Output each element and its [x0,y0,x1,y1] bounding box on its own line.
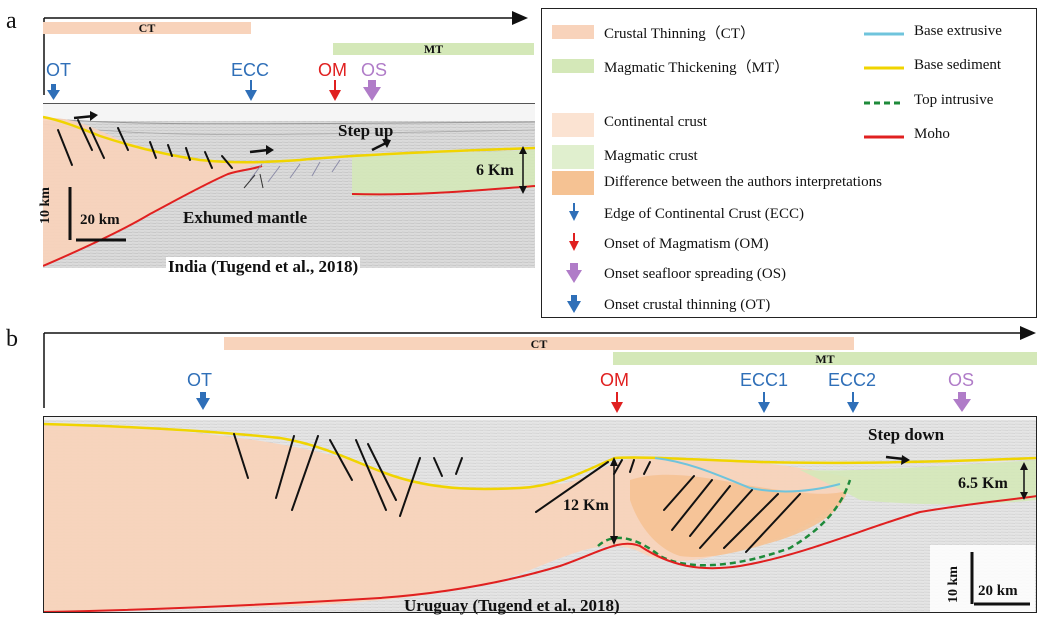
legend-mt-swatch [552,59,594,73]
legend-top-intrusive-label: Top intrusive [914,92,994,108]
panel-a-ot-label: OT [46,60,71,80]
legend-mt-label: Magmatic Thickening（MT） [604,60,790,76]
panel-a-ecc-label: ECC [231,60,270,80]
panel-b-ecc2-label: ECC2 [828,370,877,390]
panel-a-om-label: OM [318,60,347,80]
legend-om-arrow-icon [569,233,579,251]
legend-ot-marker-icon [567,295,581,313]
panel-b-ct-bar: CT [224,337,854,351]
panel-b-ct-label: CT [530,337,548,351]
panel-b-mt-label: MT [815,352,835,366]
panel-b-letter: b [6,326,18,352]
panel-a-ecc-arrow-icon [245,80,257,101]
panel-a-exhumed-mantle-label: Exhumed mantle [183,208,308,227]
legend-line-swatches [864,32,904,139]
panel-a-scale-horizontal: 20 km [80,212,120,228]
legend-ot-label: Onset crustal thinning (OT) [604,297,771,313]
panel-b-scale-horizontal: 20 km [978,583,1018,599]
panel-a-letter: a [6,8,17,34]
panel-a-ot-marker-icon [47,84,60,100]
panel-b-os-label: OS [948,370,975,390]
legend-arrow-icons [566,203,582,313]
panel-a-thickness-label: 6 Km [476,162,514,179]
panel-b-ecc1-arrow-icon [758,392,770,413]
panel-b-ot-marker-icon [196,392,210,410]
panel-a-caption: India (Tugend et al., 2018) [166,257,361,277]
panel-a-mt-label: MT [423,42,444,56]
panel-b-om-arrow-icon [611,392,623,413]
panel-a-os-label: OS [361,60,388,80]
legend-om-label: Onset of Magmatism (OM) [604,236,769,252]
panel-b-mt-bar: MT [613,352,1037,366]
panel-a-os-marker-icon [363,80,381,101]
legend-continental-label: Continental crust [604,114,707,130]
panel-b-depth-label: 12 Km [563,497,609,514]
panel-b-thickness-label: 6.5 Km [958,475,1008,492]
legend-magmatic-swatch [552,145,594,169]
panel-a-ct-label: CT [138,21,156,35]
legend: Crustal Thinning（CT） Magmatic Thickening… [541,8,1037,318]
legend-magmatic-label: Magmatic crust [604,148,698,164]
legend-continental-swatch [552,113,594,137]
panel-a-mt-bar: MT [333,43,534,55]
legend-ct-label: Crustal Thinning（CT） [604,26,755,42]
panel-b-step-down-label: Step down [868,425,945,444]
legend-base-extrusive-label: Base extrusive [914,23,1002,39]
legend-ecc-label: Edge of Continental Crust (ECC) [604,206,804,222]
panel-a-frame [43,103,535,268]
legend-ecc-arrow-icon [569,203,579,221]
legend-base-sediment-label: Base sediment [914,57,1002,73]
panel-b-frame [43,416,1037,613]
panel-b-ot-label: OT [187,370,212,390]
panel-a-ct-bar: CT [43,22,251,34]
legend-os-label: Onset seafloor spreading (OS) [604,266,787,282]
panel-b-ecc2-arrow-icon [847,392,859,413]
panel-a-step-up-label: Step up [338,121,394,140]
legend-ct-swatch [552,25,594,39]
panel-a-om-arrow-icon [329,80,341,101]
legend-difference-swatch [552,171,594,195]
legend-os-marker-icon [566,263,582,283]
legend-difference-label: Difference between the authors interpret… [604,174,882,190]
panel-b-caption: Uruguay (Tugend et al., 2018) [404,596,620,615]
panel-b-os-marker-icon [953,392,971,412]
panel-b-om-label: OM [600,370,629,390]
panel-b-ecc1-label: ECC1 [740,370,789,390]
legend-moho-label: Moho [914,126,950,142]
